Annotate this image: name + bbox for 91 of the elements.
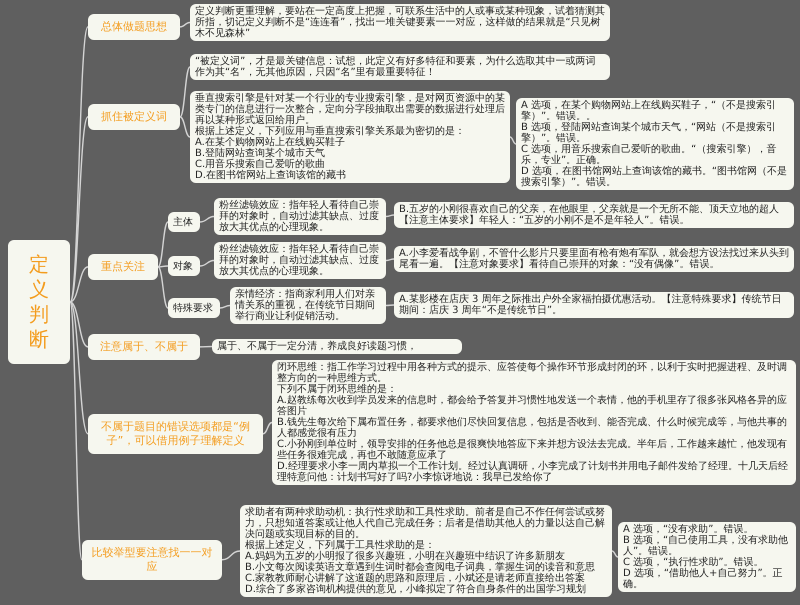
connector-line — [612, 550, 618, 558]
note-box — [272, 360, 796, 485]
connector-line — [180, 66, 190, 118]
connector-line — [69, 26, 89, 302]
note-text: 亲情经济：指商家利用人们对亲情关系的重视，在传统节日期间举行商业让利促销活动。 — [235, 289, 376, 322]
note-box — [516, 98, 794, 190]
note-text: A 选项，在某个购物网站上在线购买鞋子，“（不是搜索引擎）”。错误。。 — [521, 100, 778, 122]
note-box — [618, 522, 796, 592]
connector-line — [222, 550, 240, 560]
connector-line — [386, 214, 394, 218]
topic-label: 总体做题思想 — [100, 20, 168, 34]
note-text: B 选项，“自己使用工具，没有求助他人”。错误。 — [623, 535, 790, 557]
branch-topic-box — [88, 414, 263, 454]
note-box — [214, 198, 386, 235]
note-text: 粉丝滤镜效应：指年轻人看待自己崇拜的对象时，自动过滤其缺点、过度放大其优点的心理现象。 — [219, 244, 380, 277]
connector-line — [386, 304, 394, 306]
note-text: C.小孙刚到单位时，领导安排的任务他总是很爽快地答应下来并想方设法去完成。半年后，工作越来越忙，他发现有些任务很难完成，再也不敢随意应承了 — [277, 439, 788, 461]
connector-line — [69, 302, 83, 560]
note-text: A.赵教练每次收到学员发来的信息时，都会给予答复并习惯性地发送一个表情，他的手机里存了很多张风格各异的应答图片 — [277, 395, 788, 417]
note-text: B.五岁的小刚很喜欢自己的父亲，在他眼里，父亲就是一个无所不能、顶天立地的超人【注意主体要求】年轻人：“五岁的小刚不是不是年轻人”。错误。 — [399, 204, 780, 226]
connector-line — [69, 116, 89, 302]
note-box — [394, 246, 794, 272]
connector-line — [70, 266, 88, 303]
note-text: D.在图书馆网站上查询该馆的藏书 — [195, 170, 347, 181]
note-text: A.妈妈为五岁的小明报了很多兴趣班，小明在兴趣班中结识了许多新朋友 — [245, 551, 565, 562]
note-text: 定义判断更重理解，要站在一定高度上把握，可联系生活中的人或事或某种现象，试着猜测其所指，切记定义判断不是“连连看”，找出一堆关键要素一一对应，这样做的结果就是“只见树木不见森林” — [195, 6, 605, 39]
note-text: A.某影楼在店庆 3 周年之际推出户外全家福拍摄优惠活动。【注意特殊要求】传统节日期间：店庆 3 周年“不是传统节日”。 — [399, 294, 783, 316]
connector-line — [158, 265, 168, 268]
note-text: B.钱先生每次给下属布置任务，都要求他们尽快回复信息，包括是否收到、能否完成、什么时候完成等，与他共事的人都感觉很有压力 — [277, 417, 788, 439]
note-text: 根据上述定义，下列应用与垂直搜索引擎关系最为密切的是： — [195, 126, 466, 137]
topic-label: 对象 — [173, 260, 194, 273]
connector-line — [200, 260, 214, 267]
topic-label: 主体 — [173, 216, 194, 229]
note-text: A 选项，“没有求助”。错误。 — [623, 524, 754, 535]
branch-topic-box — [88, 334, 200, 360]
connector-line — [180, 22, 190, 28]
topic-label: 定义判断 — [29, 252, 49, 352]
note-box — [214, 242, 386, 279]
connector-line — [262, 422, 272, 434]
subtopic-box — [168, 298, 220, 318]
topic-label: 重点关注 — [100, 260, 146, 274]
connector-line — [510, 136, 516, 145]
note-text: D.综合了多家咨询机构提供的意见，小峰拟定了符合自身条件的出国学习规划 — [245, 584, 587, 595]
subtopic-box — [168, 212, 200, 232]
note-box — [212, 339, 462, 354]
note-text: 闭环思维：指工作学习过程中用各种方式的提示、应答使每个操作环节形成封闭的环，以利于实时把握进程、及时调整方向的一种思维方式。 — [277, 362, 788, 384]
note-text: C.用音乐搜索自己爱听的歌曲 — [195, 159, 326, 170]
subtopic-box — [168, 256, 200, 276]
topic-label: 比较举型要注意找一一对应 — [90, 546, 214, 574]
note-text: A.小李爱看战争剧，不管什么影片只要里面有枪有炮有军队，就会想方设法找过来从头到尾看一遍。【注意对象要求】看待自己崇拜的对象：“没有偶像”。错误。 — [399, 248, 789, 270]
connector-line — [180, 116, 190, 138]
note-text: D 选项，“借助他人+自己努力”。正确。 — [623, 568, 784, 590]
note-text: D.经理要求小李一周内草拟一个工作计划。经过认真调研，小李完成了计划书并用电子邮件发给了经理。十几天后经理特意问他：计划书写好了吗?小李惊讶地说：我早已发给你了 — [277, 461, 789, 483]
note-box — [394, 292, 794, 318]
connector-line — [158, 221, 168, 268]
note-text: C 选项，“执行性求助”。错误。 — [623, 557, 765, 568]
connector-line — [200, 346, 212, 348]
note-box — [190, 91, 510, 183]
note-text: 粉丝滤镜效应：指年轻人看待自己崇拜的对象时，自动过滤其缺点、过度放大其优点的心理现象。 — [219, 200, 380, 233]
root-topic-box — [8, 240, 70, 364]
note-text: B.小文每次阅读英语文章遇到生词时都会查阅电子词典，掌握生词的读音和意思 — [245, 562, 596, 573]
note-text: 属于、不属于一定分清，养成良好读题习惯， — [217, 341, 418, 352]
note-box — [230, 287, 386, 324]
note-text: D 选项，在图书馆网站上查询该馆的藏书。“图书馆网（不是搜索引擎）”。错误。 — [521, 166, 788, 188]
note-box — [240, 505, 612, 597]
note-text: C 选项，用音乐搜索自己爱听的歌曲。“（搜索引擎），音乐，专业”。正确。 — [521, 144, 778, 166]
branch-topic-box — [82, 540, 222, 580]
note-box — [394, 202, 794, 228]
note-text: B.登陆网站查询某个城市天气 — [195, 148, 326, 159]
topic-label: 不属于题目的错误选项都是“例子”，可以借用例子理解定义 — [100, 420, 251, 448]
topic-label: 抓住被定义词 — [100, 110, 168, 124]
note-box — [190, 54, 610, 80]
connector-line — [386, 258, 394, 262]
note-text: B 选项，登陆网站查询某个城市天气，“网站（不是搜索引擎）”。错误。 — [521, 122, 778, 144]
branch-topic-box — [88, 104, 180, 130]
note-text: C.家教教师耐心讲解了这道题的思路和原理后，小斌还是请老师直接给出答案 — [245, 573, 586, 584]
connector-line — [70, 301, 88, 348]
note-text: “被定义词”，才是最关键信息：试想，此定义有好多特征和要素，为什么选取其中一或两词作为其“名”，无其他原因，只因“名”里有最重要特征！ — [195, 56, 596, 78]
topic-label: 注意属于、不属于 — [99, 340, 189, 354]
topic-label: 特殊要求 — [173, 302, 214, 315]
connector-line — [200, 216, 214, 223]
branch-topic-box — [88, 14, 180, 40]
connector-line — [220, 304, 230, 309]
connector-line — [158, 266, 168, 309]
note-text: 求助者有两种求助动机：执行性求助和工具性求助。前者是自己不作任何尝试或努力，只想知道答案或让他人代自己完成任务；后者是借助其他人的力量以达自己解决问题或实现目标的目的。 — [245, 507, 606, 540]
note-text: A.在某个购物网站上在线购买鞋子 — [195, 137, 346, 148]
note-text: 下列不属于闭环思维的是： — [277, 384, 398, 395]
branch-topic-box — [88, 254, 158, 280]
note-text: 根据上述定义，下列属于工具性求助的是： — [245, 540, 436, 551]
connector-line — [69, 302, 89, 434]
note-text: 垂直搜索引擎是针对某一个行业的专业搜索引擎，是对网页资源中的某类专门的信息进行一次整合，定向分字段抽取出需要的数据进行处理后再以某种形式返回给用户。 — [195, 93, 505, 126]
